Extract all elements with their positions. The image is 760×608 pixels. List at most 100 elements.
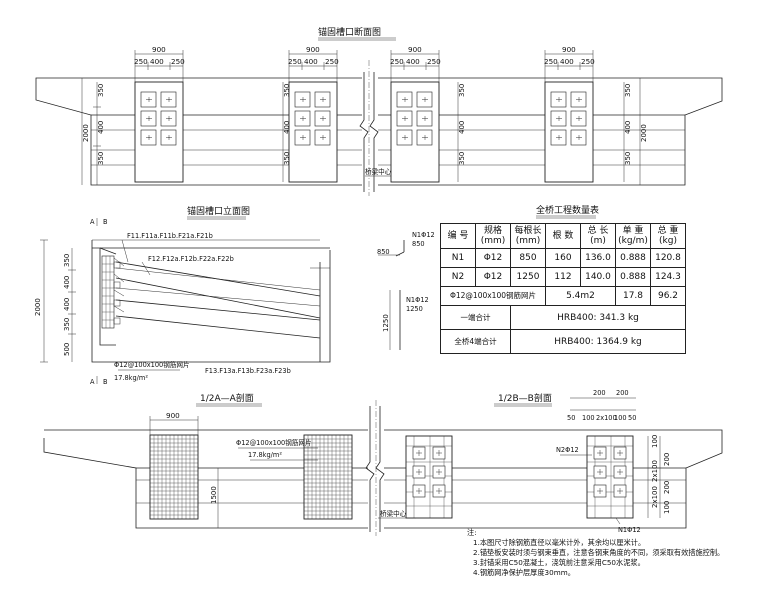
svg-text:N2Φ12: N2Φ12 [556,446,579,454]
svg-text:2x100: 2x100 [651,486,659,508]
table-header-row: 编 号 规格 (mm) 每根长 (mm) 根 数 总 长 (m) 单 重 (kg… [440,223,686,249]
svg-text:A: A [90,218,95,226]
svg-text:250: 250 [581,57,595,66]
th-count: 根 数 [545,223,581,249]
lower-centerline-label: 桥梁中心线 [380,509,413,518]
svg-text:350: 350 [283,84,291,97]
svg-text:850: 850 [377,248,390,256]
svg-text:N1Φ12: N1Φ12 [618,526,641,534]
svg-text:200: 200 [663,481,671,494]
tendon-label-1: F11.F11a.F11b.F21a.F21b [127,232,213,240]
th-no: 编 号 [440,223,476,249]
svg-text:350: 350 [458,152,466,165]
tendon-label-3: F13.F13a.F13b.F23a.F23b [205,367,291,375]
table-row: N2 Φ12 1250 112 140.0 0.888 124.3 [440,267,686,287]
section-view-title: 锚固槽口断面图 [318,26,381,38]
svg-text:250: 250 [427,57,441,66]
svg-text:100: 100 [614,414,627,422]
svg-text:1500: 1500 [210,486,218,504]
table-sum-row: 一端合计 HRB400: 341.3 kg [440,305,686,330]
note-item: 1.本图尺寸除钢筋直径以毫米计外，其余均以厘米计。 [473,538,646,547]
th-len: 每根长 (mm) [510,223,546,249]
section-a-mesh-1 [149,434,199,520]
th-unit-weight: 单 重 (kg/m) [615,223,651,249]
svg-text:500: 500 [63,343,71,356]
svg-text:400: 400 [406,57,420,66]
svg-text:250: 250 [171,57,185,66]
svg-text:A: A [90,378,95,386]
svg-text:250: 250 [544,57,558,66]
svg-text:N1Φ12: N1Φ12 [406,296,429,304]
section-left-dims: 350 400 350 2000 350 400 350 350 400 350… [81,78,648,185]
lower-dims: 900 1500 Φ12@100x100钢筋网片 17.8kg/m² 200 2… [149,389,671,534]
svg-text:2000: 2000 [640,124,648,142]
anchor-pocket-4 [544,81,594,183]
svg-text:350: 350 [624,84,632,97]
elevation-outline [91,239,331,363]
section-b-title: 1/2B—B剖面 [498,392,552,404]
svg-text:900: 900 [152,45,166,54]
notes: 注: 1.本图尺寸除钢筋直径以毫米计外，其余均以厘米计。 2.锚垫板安装时须与钢… [467,528,724,578]
svg-text:900: 900 [166,411,180,420]
svg-text:400: 400 [304,57,318,66]
svg-text:350: 350 [63,254,71,267]
elevation-left-dims: 2000 350 400 400 350 500 [34,239,76,363]
elevation-anchor-mesh [101,255,125,329]
svg-text:400: 400 [458,121,466,134]
svg-text:2000: 2000 [82,124,90,142]
svg-text:Φ12@100x100钢筋网片: Φ12@100x100钢筋网片 [236,438,312,447]
anchor-pocket-3 [390,81,440,183]
th-spec: 规格 (mm) [475,223,511,249]
svg-text:400: 400 [283,121,291,134]
svg-text:2000: 2000 [34,298,42,316]
svg-text:400: 400 [150,57,164,66]
notes-title: 注: [467,528,477,537]
svg-text:50: 50 [567,414,575,422]
svg-text:350: 350 [97,84,105,97]
table-row: N1 Φ12 850 160 136.0 0.888 120.8 [440,248,686,268]
svg-text:350: 350 [283,152,291,165]
svg-text:900: 900 [408,45,422,54]
svg-text:400: 400 [63,276,71,289]
note-item: 3.封锚采用C50混凝土，浇筑前注意采用C50水泥浆。 [473,558,645,567]
svg-text:N1Φ12: N1Φ12 [412,231,435,239]
svg-text:2x100: 2x100 [596,414,617,422]
th-total-weight: 总 重 (kg) [650,223,686,249]
svg-text:400: 400 [560,57,574,66]
svg-text:17.8kg/m²: 17.8kg/m² [248,451,282,459]
svg-text:400: 400 [97,121,105,134]
svg-text:200: 200 [616,389,629,397]
svg-text:250: 250 [288,57,302,66]
svg-text:350: 350 [458,84,466,97]
svg-text:350: 350 [97,152,105,165]
rebar-detail: N1Φ12 850 850 N1Φ12 1250 1250 [377,231,435,350]
section-a-title: 1/2A—A剖面 [200,392,254,404]
elevation-view-title: 锚固槽口立面图 [187,205,250,217]
svg-text:400: 400 [63,298,71,311]
tendon-label-2: F12.F12a.F12b.F22a.F22b [148,255,234,263]
svg-text:1250: 1250 [406,305,423,313]
svg-text:B: B [103,378,108,386]
anchor-pocket-1 [134,81,184,183]
svg-text:B: B [103,218,108,226]
section-break-lines [359,70,379,194]
section-centerline-label: 桥梁中心线 [365,167,398,176]
svg-text:400: 400 [624,121,632,134]
note-item: 2.锚垫板安装时须与钢束垂直，注意各钢束角度的不同，须采取有效措施控制。 [473,548,725,557]
svg-text:100: 100 [651,435,659,448]
quantity-table-title: 全桥工程数量表 [536,204,599,216]
svg-text:2x100: 2x100 [651,460,659,482]
th-total-len: 总 长 (m) [580,223,616,249]
svg-text:1250: 1250 [382,314,390,332]
svg-text:50: 50 [628,414,636,422]
quantity-table: 编 号 规格 (mm) 每根长 (mm) 根 数 总 长 (m) 单 重 (kg… [440,223,686,354]
svg-text:250: 250 [134,57,148,66]
elevation-mesh-weight: 17.8kg/m² [114,374,148,382]
svg-text:350: 350 [624,152,632,165]
svg-text:350: 350 [63,318,71,331]
section-top-dims: 900 250 400 250 900 250 400 250 900 250 … [134,45,595,82]
note-item: 4.钢筋网净保护层厚度30mm。 [473,568,575,577]
svg-text:200: 200 [663,453,671,466]
section-b-block-2 [586,435,634,519]
svg-text:900: 900 [306,45,320,54]
